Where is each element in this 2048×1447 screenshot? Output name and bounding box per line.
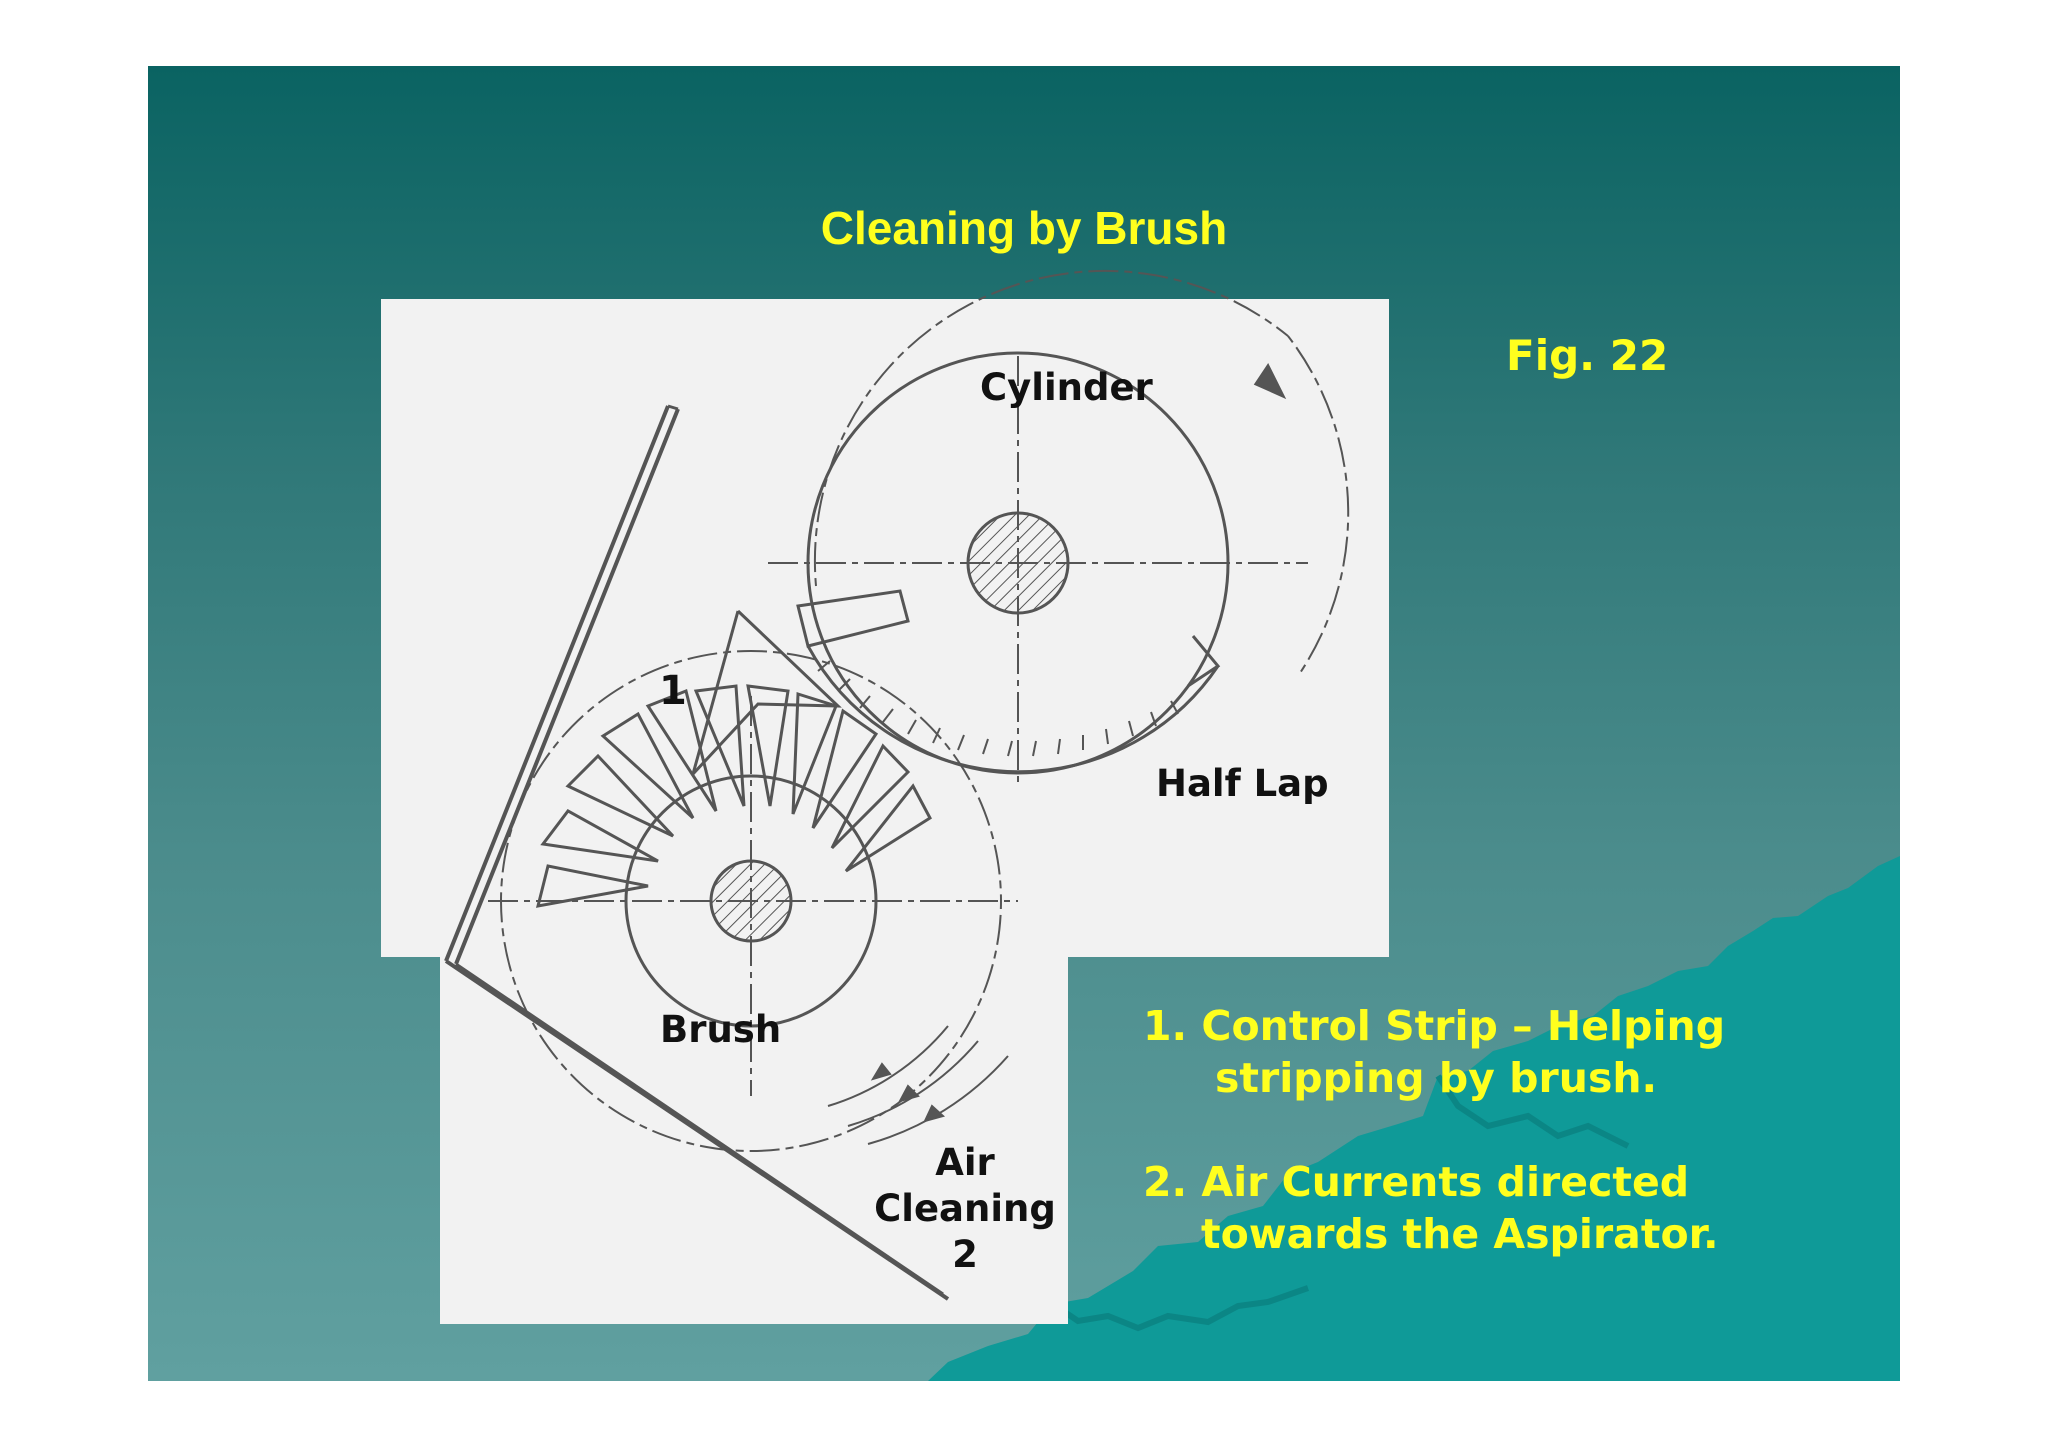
half-lap-label: Half Lap	[1156, 762, 1329, 805]
note-line: stripping by brush.	[1215, 1054, 1658, 1102]
control-strip-drawing	[691, 609, 842, 776]
mountain-decoration	[928, 856, 1900, 1381]
brush-drawing	[488, 650, 1018, 1152]
diagram-paper-bottom	[440, 956, 1068, 1324]
half-lap-teeth	[817, 660, 1179, 757]
brush-label: Brush	[660, 1008, 782, 1051]
brush-cleaning-diagram	[444, 269, 1350, 1301]
air-label-line3: 2	[952, 1233, 978, 1276]
left-plate-drawing	[444, 404, 950, 1301]
cylinder-label: Cylinder	[980, 366, 1153, 409]
half-lap-drawing	[796, 589, 1221, 774]
notes-list: 1. Control Strip – Helping stripping by …	[1143, 1000, 1843, 1260]
note-air-currents: 2. Air Currents directed towards the Asp…	[1143, 1156, 1843, 1260]
slide: Cleaning by Brush Fig. 22	[148, 66, 1900, 1381]
figure-label: Fig. 22	[1506, 331, 1669, 380]
note-line: 2. Air Currents directed	[1143, 1158, 1690, 1206]
air-label-line2: Cleaning	[874, 1187, 1056, 1230]
air-current-arrows	[827, 1025, 1009, 1145]
slide-title: Cleaning by Brush	[820, 202, 1228, 254]
note-line: towards the Aspirator.	[1201, 1210, 1719, 1258]
control-strip-number-label: 1	[659, 668, 687, 714]
note-control-strip: 1. Control Strip – Helping stripping by …	[1143, 1000, 1843, 1104]
air-cleaning-label: Air Cleaning 2	[860, 1140, 1070, 1278]
air-label-line1: Air	[935, 1141, 995, 1184]
note-line: 1. Control Strip – Helping	[1143, 1002, 1726, 1050]
